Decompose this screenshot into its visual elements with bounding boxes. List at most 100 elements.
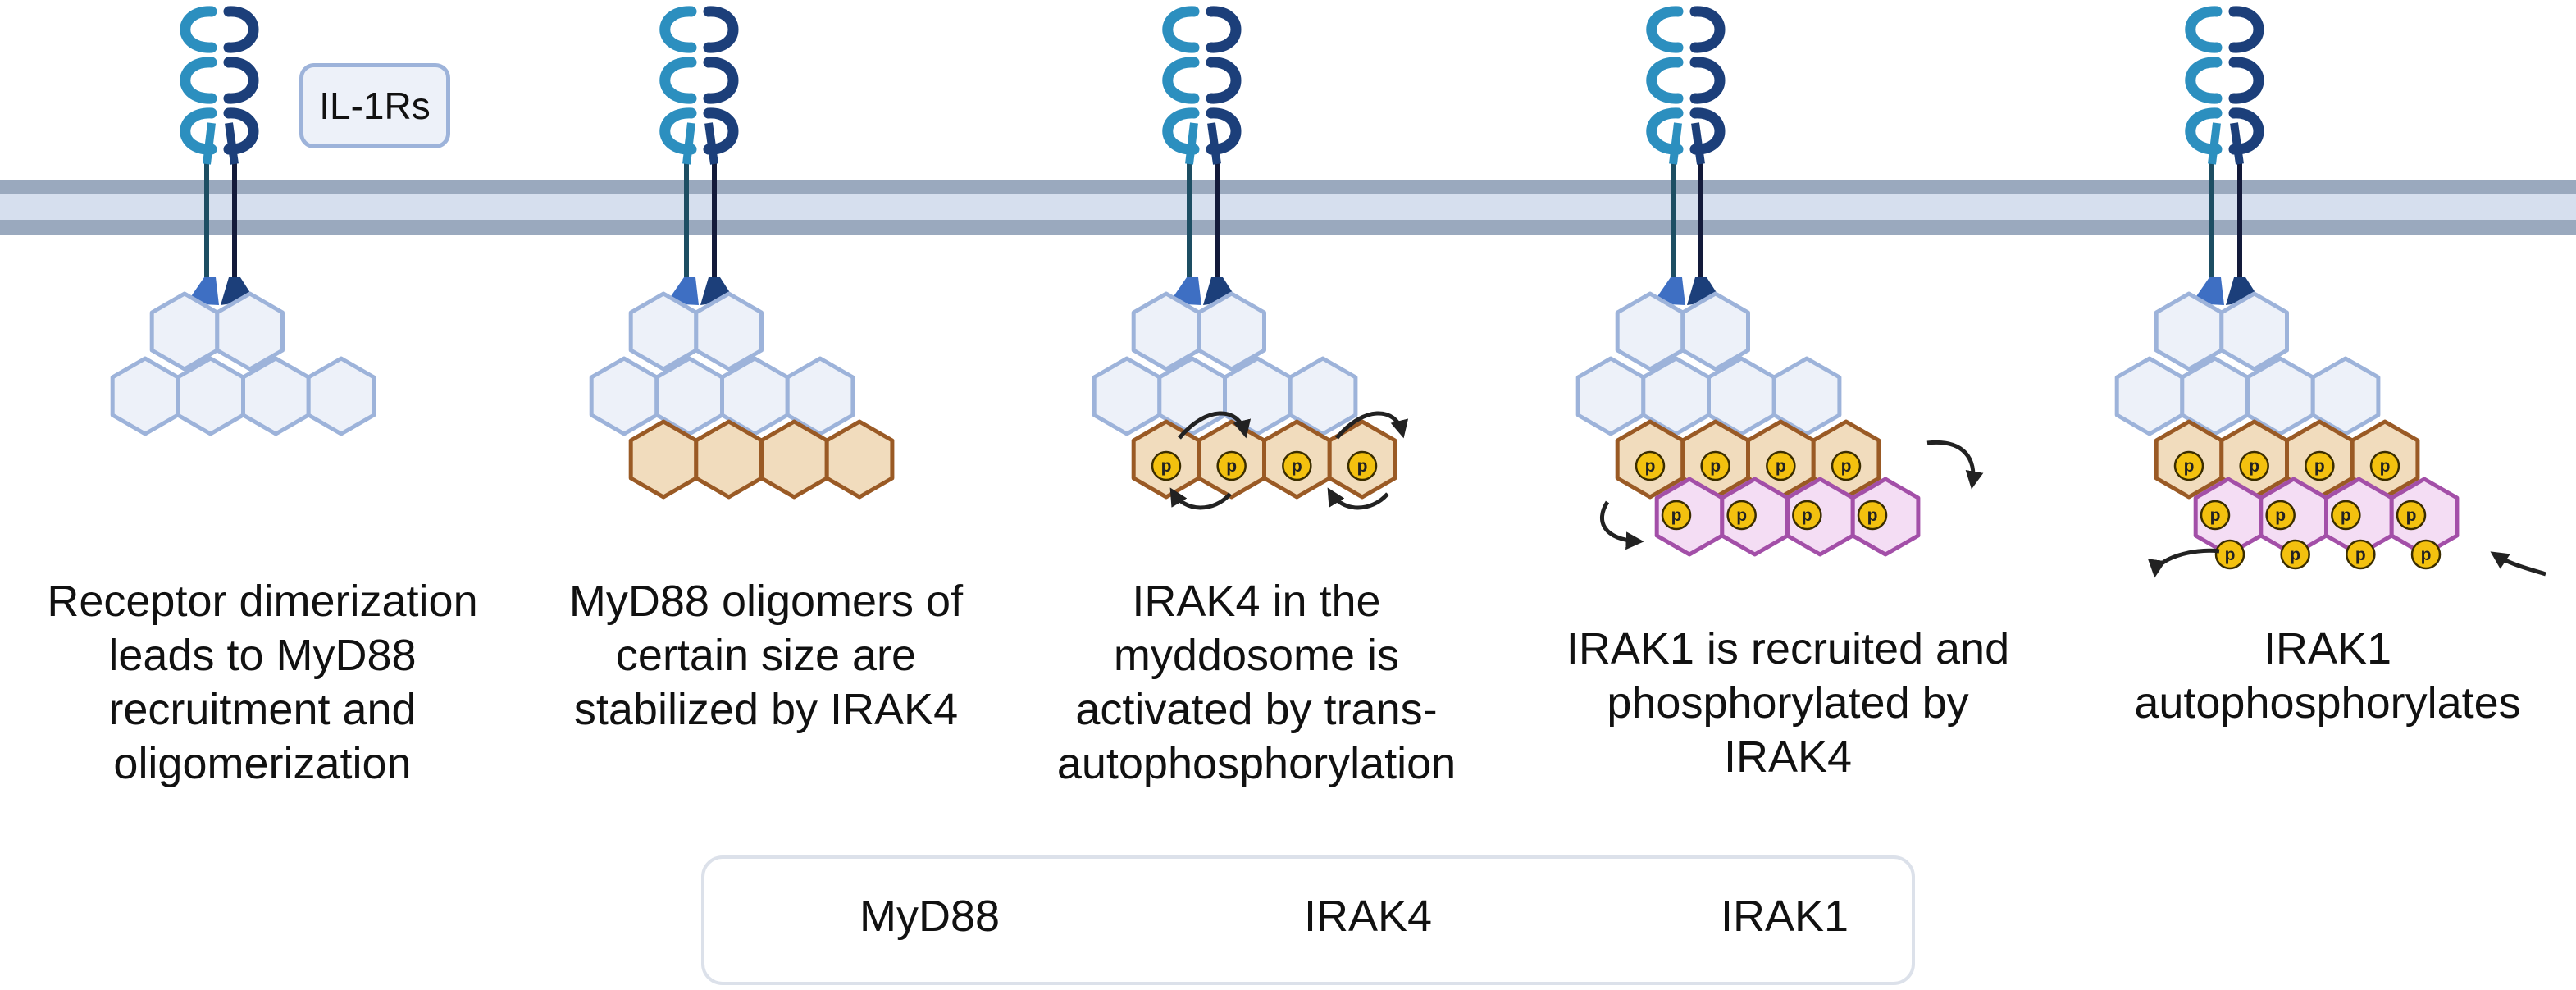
phosphate-icon: p bbox=[2280, 539, 2310, 570]
myd88-hex bbox=[1197, 291, 1266, 372]
phosphate-icon: p bbox=[1216, 450, 1247, 481]
myd88-hex bbox=[1288, 356, 1358, 436]
myd88-hex bbox=[2310, 356, 2381, 436]
legend-label-irak1: IRAK1 bbox=[1721, 892, 1849, 941]
step-2-caption: MyD88 oligomers of certain size are stab… bbox=[568, 577, 964, 734]
legend-label-irak4: IRAK4 bbox=[1304, 892, 1433, 941]
myd88-hex bbox=[2114, 356, 2185, 436]
svg-text:p: p bbox=[1776, 457, 1786, 476]
step-5-caption: IRAK1 autophosphorylates bbox=[2134, 624, 2521, 728]
cell-membrane bbox=[0, 180, 2576, 235]
svg-text:p: p bbox=[1867, 506, 1878, 525]
myd88-hex bbox=[589, 356, 659, 436]
myd88-hex bbox=[215, 291, 285, 372]
phosphate-icon: p bbox=[1831, 450, 1862, 481]
irak4-hex bbox=[824, 419, 895, 500]
svg-text:p: p bbox=[2380, 457, 2391, 476]
phosphate-icon: p bbox=[2396, 500, 2427, 531]
il-1r-receptor-icon bbox=[659, 6, 739, 305]
myd88-hex bbox=[1680, 291, 1750, 372]
svg-text:p: p bbox=[1671, 506, 1682, 525]
panel-4: p p p p p p p p bbox=[1575, 6, 1984, 557]
svg-text:p: p bbox=[2406, 506, 2417, 525]
phosphate-icon: p bbox=[1347, 450, 1378, 481]
phosphate-icon: p bbox=[2173, 450, 2204, 481]
phosphate-icon: p bbox=[2369, 450, 2400, 481]
phosphate-icon: p bbox=[1635, 450, 1666, 481]
myd88-hex bbox=[241, 356, 311, 436]
curved-arrow-icon bbox=[1327, 487, 1389, 510]
phosphate-icon: p bbox=[1857, 500, 1888, 531]
legend bbox=[701, 855, 1915, 985]
phosphate-icon: p bbox=[1792, 500, 1822, 531]
svg-text:p: p bbox=[1226, 457, 1237, 476]
svg-text:p: p bbox=[1736, 506, 1747, 525]
svg-text:p: p bbox=[2421, 545, 2432, 564]
il-1rs-label: IL-1Rs bbox=[299, 63, 450, 148]
phosphate-icon: p bbox=[1282, 450, 1312, 481]
panel-1 bbox=[110, 6, 376, 436]
myd88-hex bbox=[785, 356, 855, 436]
svg-text:p: p bbox=[2314, 457, 2325, 476]
myd88-hex bbox=[1771, 356, 1842, 436]
il-1r-receptor-icon bbox=[1646, 6, 1726, 305]
phosphate-icon: p bbox=[2200, 500, 2231, 531]
phosphate-icon: p bbox=[2214, 539, 2245, 570]
myd88-hex bbox=[1615, 291, 1685, 372]
svg-text:p: p bbox=[1357, 457, 1368, 476]
myd88-hex bbox=[176, 356, 245, 436]
svg-text:p: p bbox=[2184, 457, 2195, 476]
phosphate-icon: p bbox=[2346, 539, 2376, 570]
svg-text:p: p bbox=[2249, 457, 2259, 476]
panels: p p p p p p p p p p p p p p p p p p p p p p p p bbox=[110, 6, 2546, 578]
curved-arrow-icon bbox=[1599, 500, 1644, 550]
svg-text:p: p bbox=[1161, 457, 1172, 476]
myd88-hex bbox=[306, 356, 376, 436]
myd88-hex bbox=[1131, 291, 1201, 372]
step-4-caption: IRAK1 is recruited and phosphorylated by… bbox=[1566, 624, 2010, 782]
panel-2 bbox=[589, 6, 895, 500]
phosphate-icon: p bbox=[2265, 500, 2296, 531]
panel-5: p p p p p p p p p p p p bbox=[2114, 6, 2546, 578]
myd88-hex bbox=[628, 291, 699, 372]
myd88-hex bbox=[2219, 291, 2289, 372]
svg-text:p: p bbox=[1710, 457, 1721, 476]
curved-arrow-icon bbox=[2490, 551, 2546, 577]
svg-text:p: p bbox=[2210, 506, 2221, 525]
phosphate-icon: p bbox=[1766, 450, 1796, 481]
svg-text:p: p bbox=[2225, 545, 2236, 564]
svg-text:p: p bbox=[2355, 545, 2366, 564]
curved-arrow-icon bbox=[2148, 548, 2220, 578]
phosphate-icon: p bbox=[1151, 450, 1182, 481]
phosphate-icon: p bbox=[2410, 539, 2442, 570]
il-1r-receptor-icon bbox=[2185, 6, 2264, 305]
svg-text:p: p bbox=[1802, 506, 1812, 525]
myd88-hex bbox=[2154, 291, 2224, 372]
irak4-hex bbox=[694, 419, 764, 500]
svg-text:p: p bbox=[2290, 545, 2300, 564]
phosphate-icon: p bbox=[2331, 500, 2361, 531]
step-3-caption: IRAK4 in the myddosome is activated by t… bbox=[1056, 577, 1457, 788]
myd88-hex bbox=[1575, 356, 1646, 436]
svg-text:p: p bbox=[1292, 457, 1302, 476]
myd88-hex bbox=[110, 356, 180, 436]
svg-text:p: p bbox=[2275, 506, 2286, 525]
irak4-hex bbox=[628, 419, 699, 500]
curved-arrow-icon bbox=[1169, 487, 1232, 510]
myd88-hex bbox=[694, 291, 764, 372]
svg-text:p: p bbox=[2341, 506, 2351, 525]
curved-arrow-icon bbox=[1926, 440, 1984, 490]
svg-text:p: p bbox=[1645, 457, 1656, 476]
curved-arrow-icon bbox=[1335, 411, 1409, 440]
il-1r-receptor-icon bbox=[180, 6, 259, 305]
irak4-hex bbox=[759, 419, 829, 500]
legend-label-myd88: MyD88 bbox=[859, 892, 1001, 941]
il-1r-receptor-icon bbox=[1162, 6, 1242, 305]
svg-text:p: p bbox=[1841, 457, 1852, 476]
myd88-hex bbox=[1092, 356, 1162, 436]
phosphate-icon: p bbox=[1661, 500, 1692, 531]
phosphate-icon: p bbox=[1726, 500, 1757, 531]
phosphate-icon: p bbox=[1700, 450, 1730, 481]
